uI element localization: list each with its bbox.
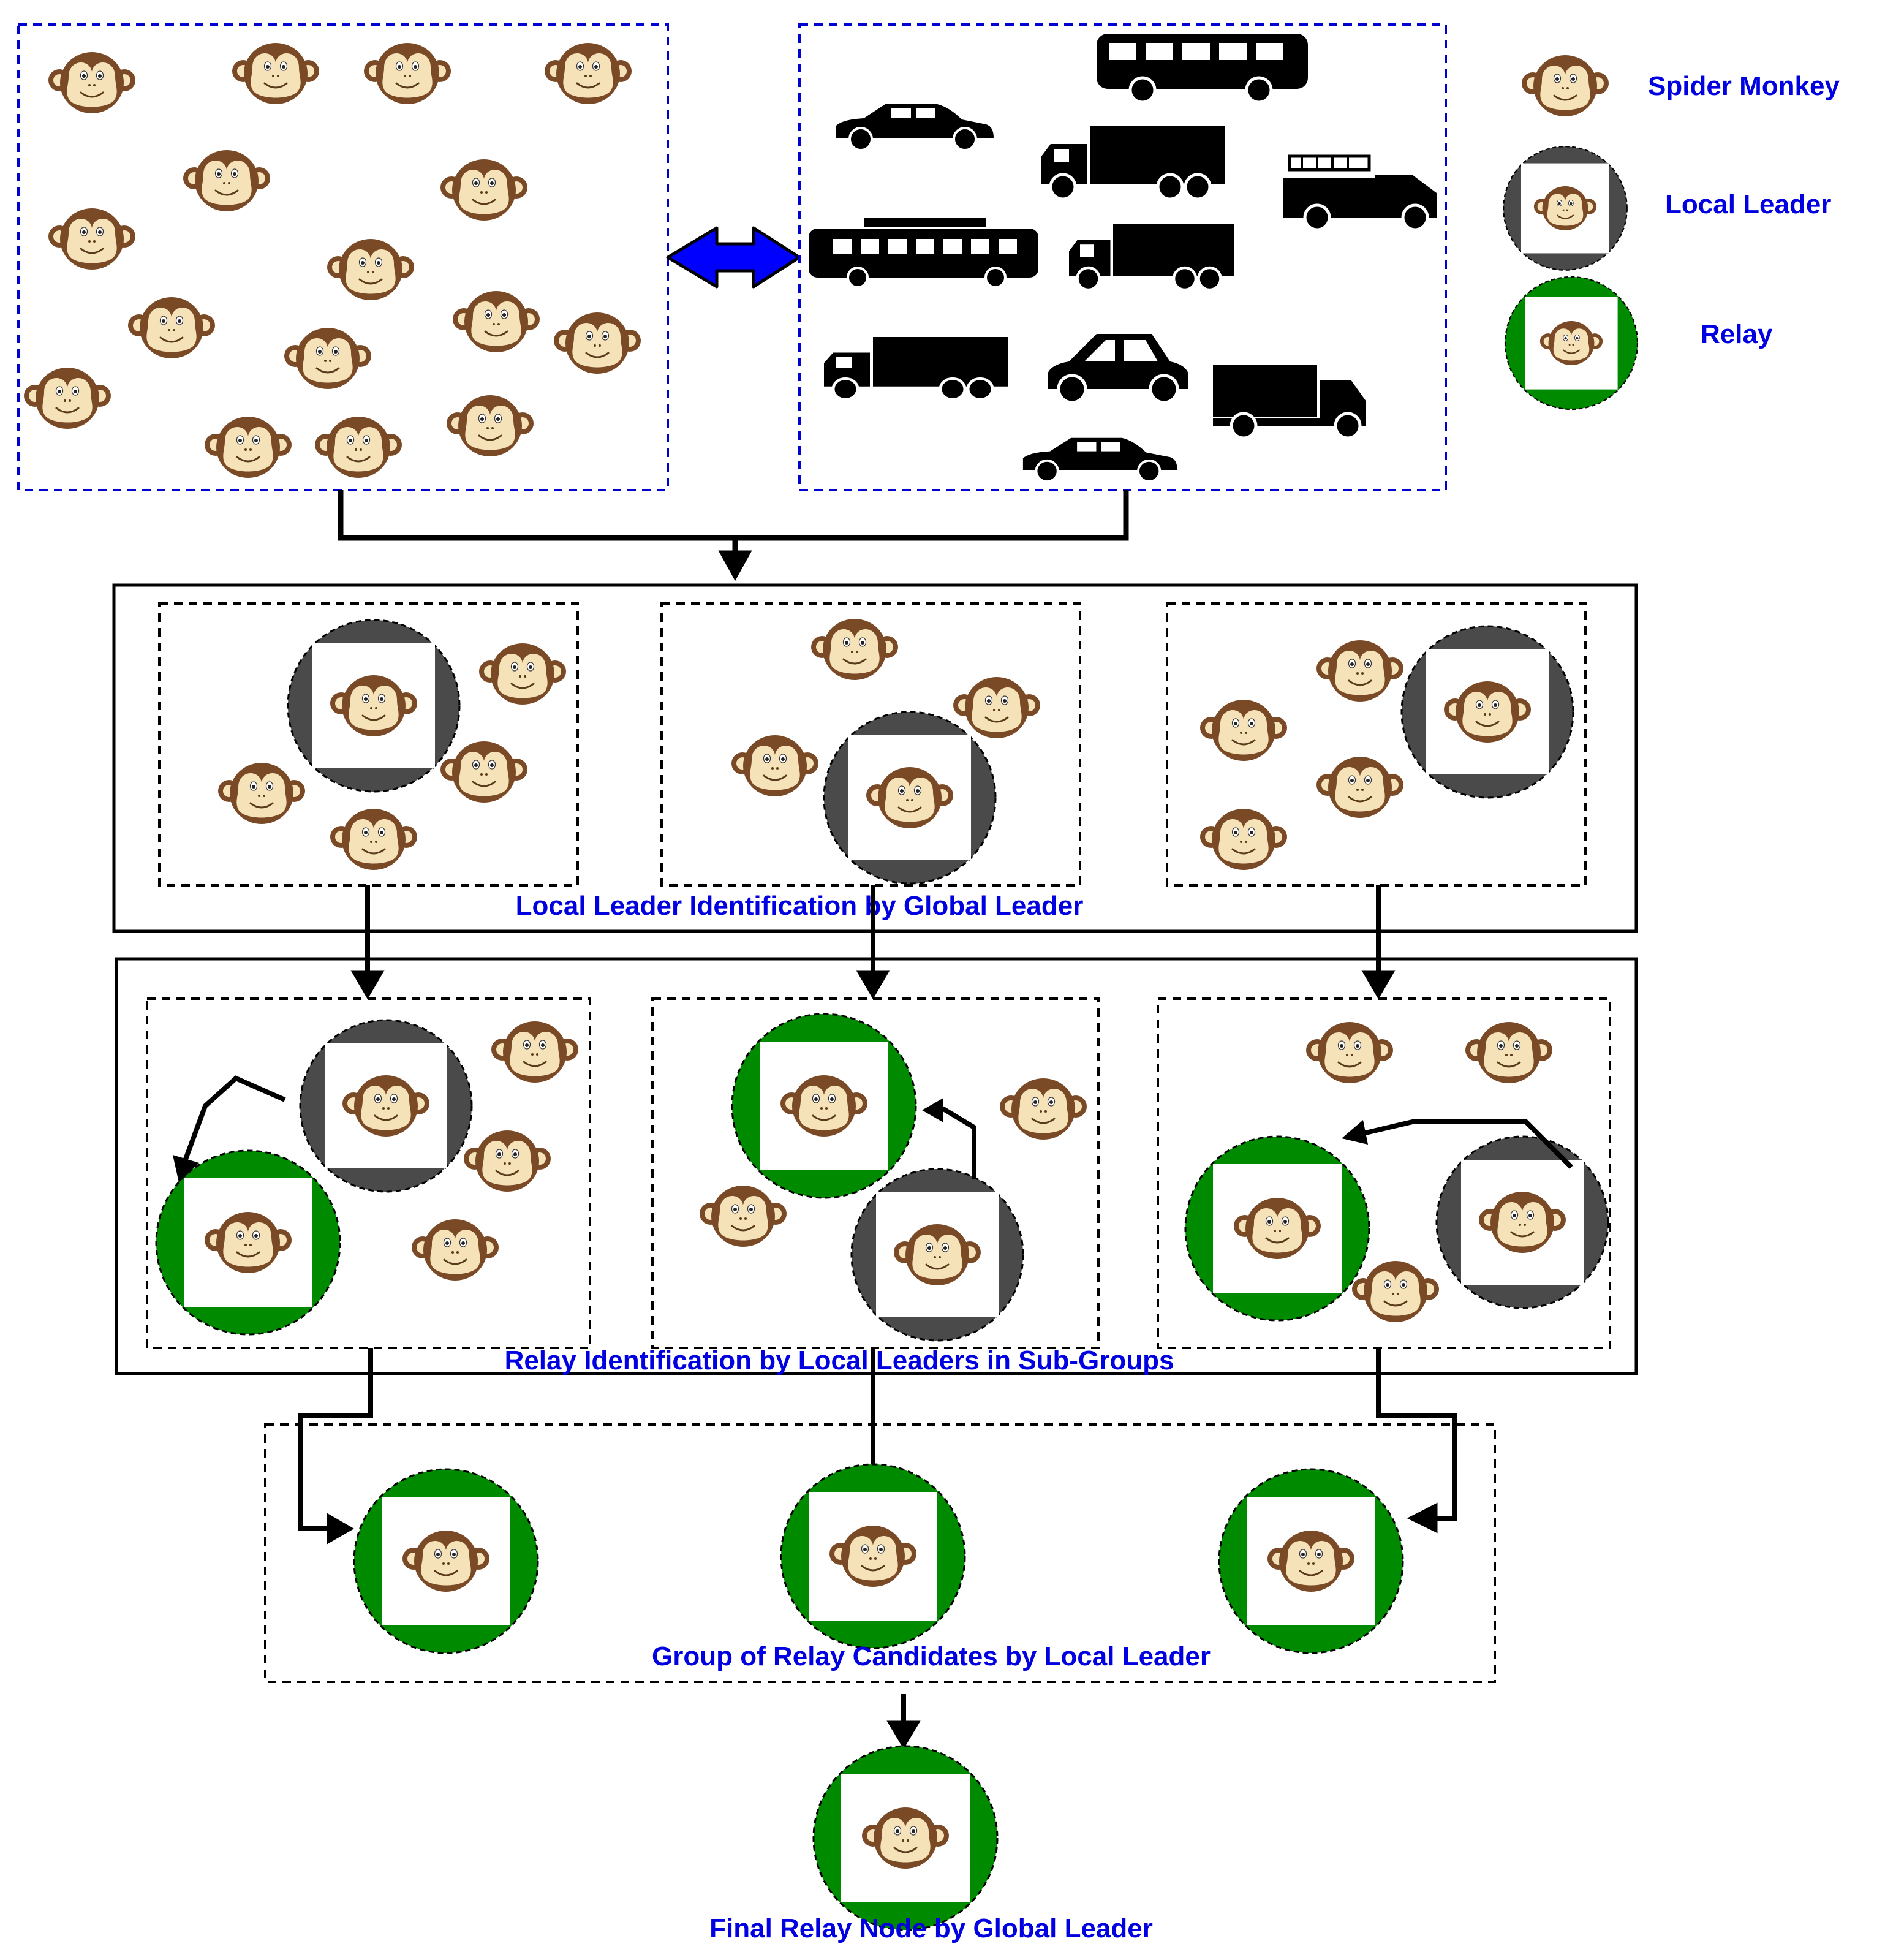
stage-relay-candidates: Group of Relay Candidates by Local Leade… (264, 1423, 1496, 1683)
truck-icon (1041, 126, 1225, 199)
local-leader-node (824, 712, 995, 884)
local-leader-node (1402, 626, 1573, 798)
truck-icon (1069, 224, 1234, 290)
stage-label-local-leader-identification: Local Leader Identification by Global Le… (516, 891, 1084, 921)
local-leader-node (288, 620, 459, 792)
bus-icon (1097, 34, 1308, 102)
legend-label-spider-monkey: Spider Monkey (1648, 71, 1840, 101)
stage-3-to-final-arrow (886, 1694, 921, 1749)
vehicle-population (798, 23, 1447, 491)
bidirectional-arrow (666, 226, 801, 289)
local-leader-node (300, 1020, 472, 1192)
selection-arrow (922, 1098, 976, 1179)
relay-node (1185, 1137, 1369, 1320)
local-leader-node (852, 1169, 1023, 1341)
stage-local-leader-identification: Local Leader Identification by Global Le… (112, 583, 1638, 933)
stage-final-relay: Final Relay Node by Global Leader (709, 1746, 1153, 1943)
stage-label-final-relay: Final Relay Node by Global Leader (709, 1913, 1153, 1943)
spider-monkey-population (17, 23, 669, 491)
legend-label-local-leader: Local Leader (1665, 189, 1831, 219)
relay-candidate-node (1219, 1469, 1403, 1653)
legend-local-leader: Local Leader (1503, 146, 1831, 270)
relay-node (732, 1014, 916, 1198)
stage-1-to-2-arrows (350, 885, 1396, 999)
final-relay-node (814, 1746, 997, 1930)
car-icon (1021, 436, 1179, 483)
fire-truck-icon (1283, 154, 1437, 232)
spider-monkey-face-icon (23, 42, 642, 479)
stage-label-relay-identification: Relay Identification by Local Leaders in… (505, 1345, 1174, 1375)
local-leader-icon (1503, 146, 1627, 270)
relay-candidate-node (781, 1464, 965, 1648)
bus-icon (809, 218, 1038, 289)
truck-icon (1213, 365, 1366, 440)
spider-monkey-face-icon (1520, 54, 1610, 118)
merge-connector (338, 490, 1129, 581)
legend-relay: Relay (1505, 277, 1773, 409)
legend: Spider Monkey Local Leader Relay (1503, 54, 1840, 409)
truck-icon (824, 337, 1008, 399)
selection-arrow (173, 1075, 286, 1182)
stage-2-to-3-arrows (298, 1348, 1457, 1545)
car-icon (1048, 334, 1188, 404)
selection-arrow (1342, 1119, 1573, 1169)
relay-node (156, 1151, 340, 1334)
relay-icon (1505, 277, 1638, 409)
legend-spider-monkey: Spider Monkey (1520, 54, 1840, 118)
stage-relay-identification: Relay Identification by Local Leaders in… (115, 957, 1638, 1375)
stage-label-relay-candidates: Group of Relay Candidates by Local Leade… (652, 1641, 1211, 1671)
car-icon (835, 103, 995, 151)
relay-candidate-node (354, 1469, 538, 1653)
legend-label-relay: Relay (1701, 319, 1773, 349)
local-leader-node (1437, 1137, 1608, 1308)
